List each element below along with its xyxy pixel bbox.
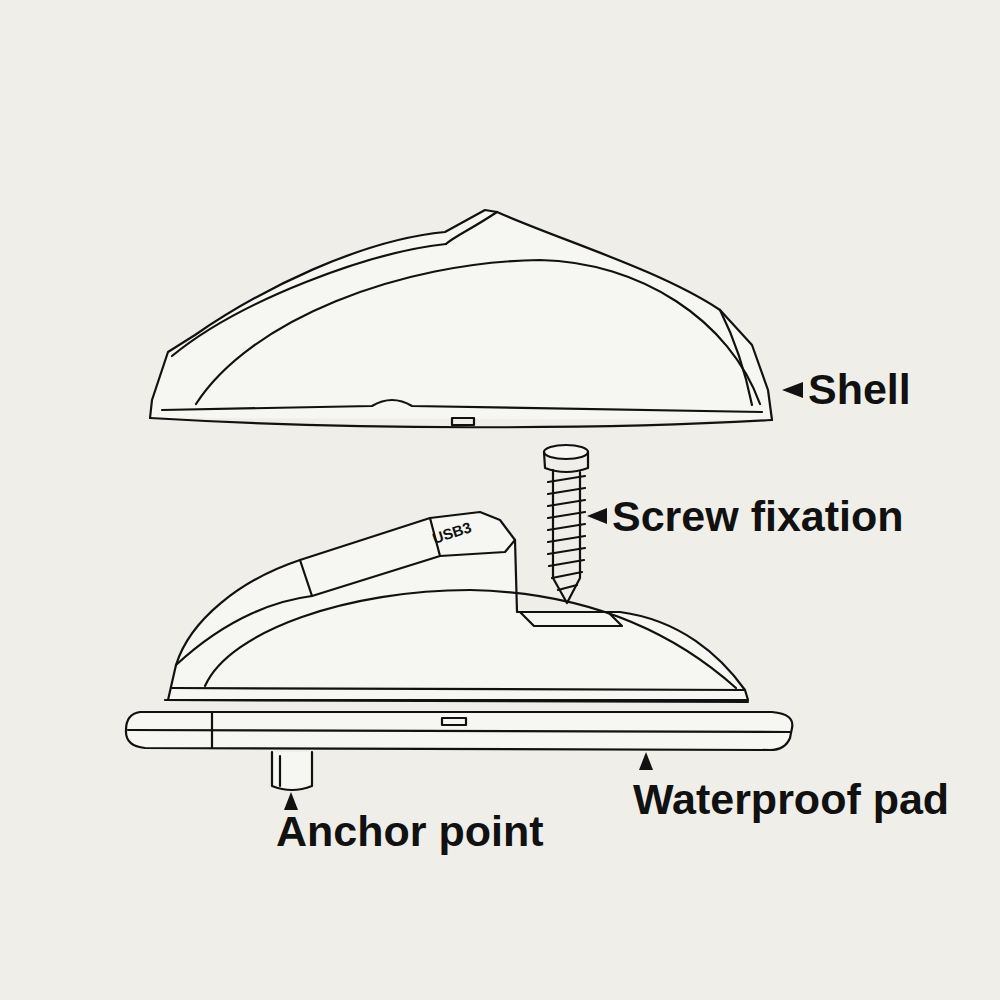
part-label: Anchor point — [276, 808, 544, 855]
part-label: Shell — [808, 366, 911, 413]
shell-drawing — [150, 210, 772, 427]
pointer-triangle — [639, 752, 653, 770]
part-label: Waterproof pad — [633, 776, 949, 823]
screw-drawing — [544, 445, 588, 603]
pointer-triangle — [587, 508, 607, 524]
pointer-marks — [284, 382, 803, 810]
anchor-drawing — [272, 752, 312, 790]
pointer-triangle — [782, 382, 803, 398]
part-label: Screw fixation — [612, 493, 904, 540]
base-drawing — [126, 512, 792, 750]
pointer-triangle — [284, 792, 298, 810]
product-marking: USB3 — [430, 519, 473, 547]
